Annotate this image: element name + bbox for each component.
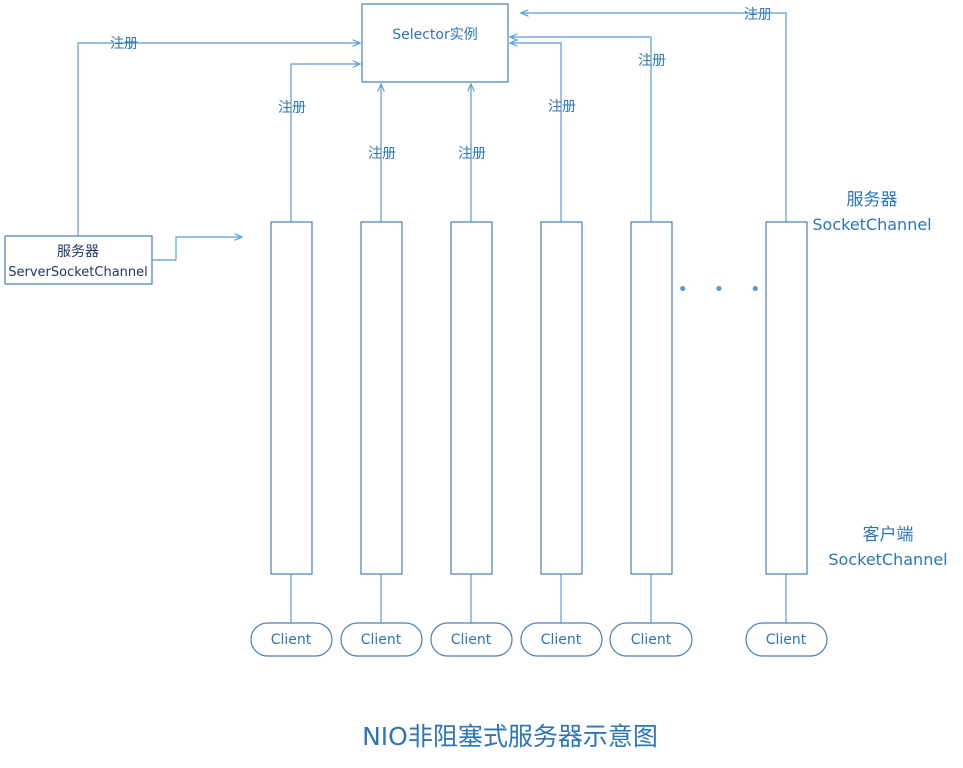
diagram-caption: NIO非阻塞式服务器示意图 xyxy=(362,722,658,751)
socket-channel-bars xyxy=(270,221,808,575)
socket-channel-4 xyxy=(540,221,583,575)
client-label: Client xyxy=(541,632,582,648)
register-arrow-6 xyxy=(521,13,787,222)
client-socketchannel-label-line1: 客户端 xyxy=(863,525,914,545)
register-label-server: 注册 xyxy=(110,36,138,52)
client-5: Client xyxy=(609,622,693,657)
register-label-4: 注册 xyxy=(548,99,576,115)
client-label: Client xyxy=(271,632,312,648)
client-connectors xyxy=(290,574,787,623)
server-socketchannel-label-line2: SocketChannel xyxy=(812,215,931,234)
client-4: Client xyxy=(520,622,603,657)
register-label-6: 注册 xyxy=(744,7,772,23)
client-socketchannel-label-line2: SocketChannel xyxy=(828,550,947,569)
server-label-line2: ServerSocketChannel xyxy=(8,265,148,280)
socket-channel-6 xyxy=(765,221,808,575)
socket-channel-3 xyxy=(450,221,493,575)
server-register-arrow xyxy=(77,43,360,236)
register-label-1: 注册 xyxy=(278,100,306,116)
client-2: Client xyxy=(340,622,423,657)
client-label: Client xyxy=(631,632,672,648)
server-socket-channel-box: 服务器 ServerSocketChannel xyxy=(4,235,153,285)
register-arrow-4 xyxy=(510,43,562,222)
socket-channel-2 xyxy=(360,221,403,575)
socket-channel-1 xyxy=(270,221,313,575)
ellipsis: • • • xyxy=(677,279,770,300)
socket-channel-5 xyxy=(630,221,673,575)
register-arrow-1 xyxy=(290,64,360,222)
server-to-channels-arrow xyxy=(152,237,242,261)
register-label-3: 注册 xyxy=(458,146,486,162)
register-label-2: 注册 xyxy=(368,146,396,162)
client-label: Client xyxy=(766,632,807,648)
server-socketchannel-label-line1: 服务器 xyxy=(847,190,898,210)
selector-label: Selector实例 xyxy=(392,27,478,43)
server-label-line1: 服务器 xyxy=(57,244,99,260)
client-6: Client xyxy=(745,622,828,657)
register-label-5: 注册 xyxy=(638,53,666,69)
selector-box: Selector实例 xyxy=(361,3,509,83)
client-1: Client xyxy=(250,622,333,657)
client-label: Client xyxy=(361,632,402,648)
client-3: Client xyxy=(430,622,513,657)
client-label: Client xyxy=(451,632,492,648)
register-arrow-5 xyxy=(510,37,652,222)
